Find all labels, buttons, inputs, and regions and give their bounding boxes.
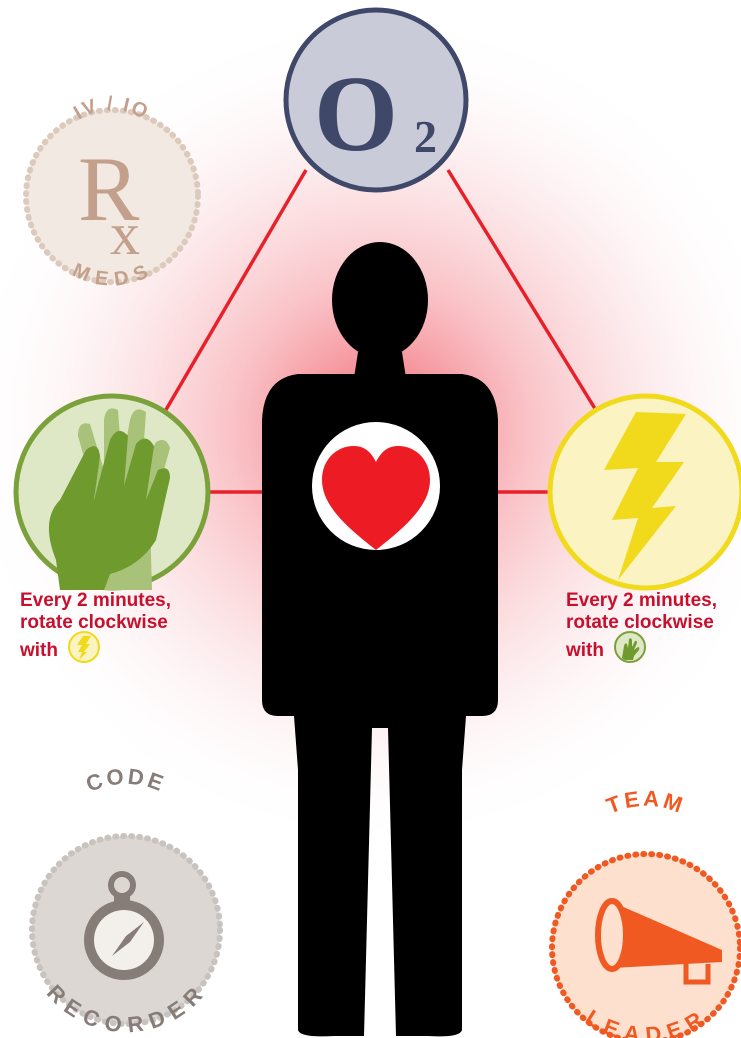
note-with: with bbox=[566, 640, 604, 661]
mini-cpr-hands-icon bbox=[613, 630, 647, 664]
oxygen-letter: O bbox=[314, 55, 398, 174]
defib-rotation-note: Every 2 minutes, rotate clockwise with bbox=[566, 590, 717, 668]
compressions-role bbox=[16, 396, 208, 590]
person-head bbox=[332, 242, 428, 358]
note-line-3: with bbox=[20, 634, 171, 668]
compressions-rotation-note: Every 2 minutes, rotate clockwise with bbox=[20, 590, 171, 668]
defib-role bbox=[550, 396, 741, 588]
oxygen-subscript: 2 bbox=[414, 111, 437, 162]
rx-x: x bbox=[110, 201, 140, 267]
note-line-1: Every 2 minutes, bbox=[566, 590, 717, 612]
note-line-1: Every 2 minutes, bbox=[20, 590, 171, 612]
oxygen-role: O 2 bbox=[286, 10, 466, 190]
heart-emblem bbox=[312, 422, 440, 550]
note-line-3: with bbox=[566, 634, 717, 668]
mini-lightning-bolt-icon bbox=[67, 630, 101, 664]
note-with: with bbox=[20, 640, 58, 661]
